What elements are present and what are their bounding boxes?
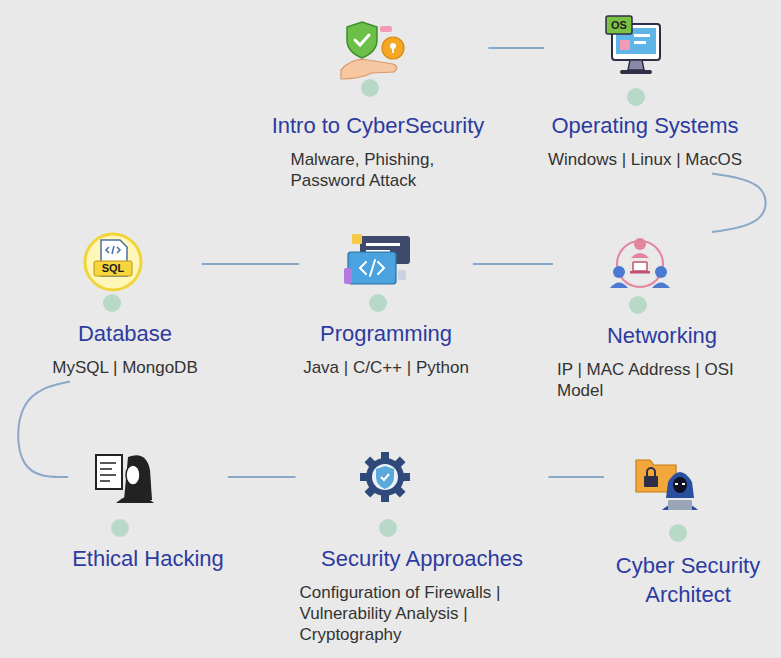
roadmap-stop: Networking IP | MAC Address | OSI Model — [553, 232, 771, 405]
stop-topics: Malware, Phishing, Password Attack — [291, 149, 466, 191]
stop-title: Security Approaches — [300, 545, 545, 574]
monitor-icon — [606, 16, 660, 74]
stop-topics: MySQL | MongoDB — [52, 357, 198, 378]
roadmap-stop: Cyber Security Architect — [604, 452, 772, 613]
network-people-icon — [610, 238, 670, 288]
roadmap-link — [473, 263, 553, 265]
roadmap-stop: DatabaseMySQL | MongoDB — [48, 232, 202, 382]
roadmap-link — [228, 476, 296, 478]
stop-title: Operating Systems — [548, 112, 742, 141]
roadmap-stop: ProgrammingJava | C/C++ | Python — [299, 230, 473, 382]
stop-topics: Configuration of Firewalls | Vulnerabili… — [300, 582, 545, 645]
icon-tag: OS — [606, 16, 632, 34]
roadmap-link — [549, 476, 605, 478]
security-hand-icon — [341, 22, 404, 79]
stop-dots — [103, 79, 687, 542]
icon-tag: SQL — [94, 261, 132, 276]
stop-title: Ethical Hacking — [72, 545, 224, 574]
sql-document-icon — [85, 234, 141, 290]
stop-topics: IP | MAC Address | OSI Model — [557, 359, 767, 401]
stop-title: Networking — [557, 322, 767, 351]
stop-topics: Java | C/C++ | Python — [303, 357, 469, 378]
folder-hacker-icon — [636, 460, 698, 510]
gear-shield-icon — [360, 452, 410, 502]
stop-title: Cyber Security Architect — [608, 552, 768, 609]
stop-title: Programming — [303, 320, 469, 349]
roadmap-stop: Security ApproachesConfiguration of Fire… — [296, 450, 549, 649]
stop-topics: Windows | Linux | MacOS — [548, 149, 742, 170]
hacker-profile-icon — [96, 455, 154, 503]
roadmap-link — [712, 174, 766, 232]
roadmap-stop: Operating SystemsWindows | Linux | MacOS — [544, 18, 746, 174]
roadmap-link — [488, 47, 544, 49]
code-window-icon — [344, 234, 410, 284]
roadmap-stop: Intro to CyberSecurityMalware, Phishing,… — [268, 18, 489, 195]
stop-title: Intro to CyberSecurity — [272, 112, 485, 141]
roadmap-link — [202, 263, 299, 265]
stop-title: Database — [52, 320, 198, 349]
roadmap-link — [18, 382, 70, 477]
roadmap-stop: Ethical Hacking — [68, 450, 228, 578]
